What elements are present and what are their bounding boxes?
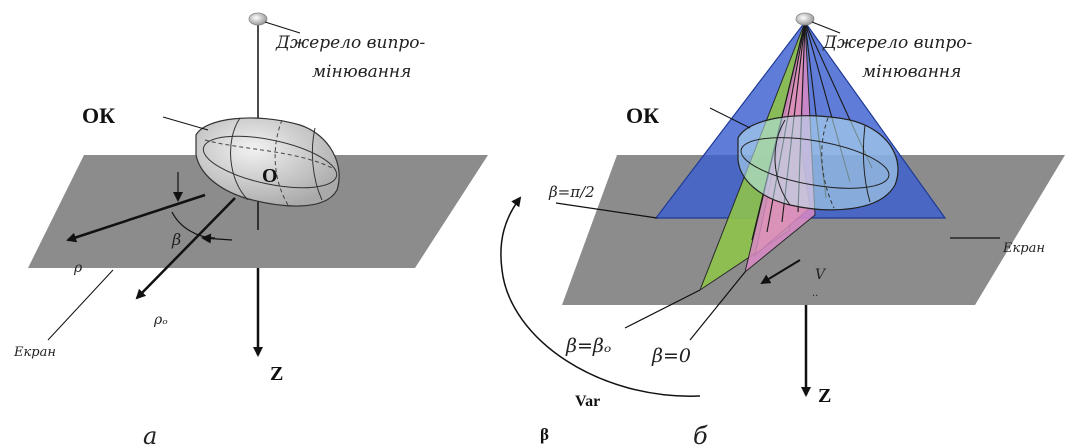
beta-zero-leader [689, 271, 746, 341]
caption-b: б [693, 422, 708, 447]
source-label-leader-b [811, 21, 841, 34]
screen-leader-a [47, 269, 114, 341]
source-label-leader-a [264, 21, 301, 34]
screen-label-a: Екран [13, 345, 56, 360]
object-ok-b [737, 115, 899, 211]
radiation-source-b [795, 12, 815, 26]
rho-arrow [66, 193, 206, 243]
caption-a: а [143, 422, 157, 447]
ok-leader-b [709, 107, 751, 129]
rho0-arrow [135, 197, 236, 300]
var-label: Var [575, 393, 600, 410]
beta0-leader [624, 289, 701, 329]
screen-label-b: Екран [1002, 241, 1045, 256]
beta-half-pi-line [555, 202, 658, 219]
beta0-label: β=βₒ [565, 335, 611, 357]
var-curved-arrow [500, 196, 701, 397]
source-label-a-line2: мінювання [312, 62, 411, 82]
ok-label-b: ОК [626, 103, 659, 128]
beta-zero-label: β=0 [651, 345, 691, 367]
source-label-a-line1: Джерело випро- [275, 33, 426, 53]
panel-a: Джерело випро- мінювання ОК О β ρ ρₒ Екр… [13, 12, 488, 447]
radiation-source-a [248, 12, 268, 26]
ok-label-a: ОК [82, 103, 115, 128]
beta-label-a: β [171, 230, 181, 249]
panel-b: .. Джерело випро- мінювання ОК β=π/2 Екр… [500, 12, 1065, 447]
rho-label: ρ [73, 260, 83, 276]
beta-bold-label: β [540, 425, 549, 444]
z-label-a: Z [270, 363, 283, 385]
z-label-b: Z [818, 385, 831, 407]
rho0-label: ρₒ [153, 312, 168, 328]
beta-tick-right [201, 233, 233, 244]
source-label-b-line2: мінювання [862, 62, 961, 82]
source-label-b-line1: Джерело випро- [822, 33, 973, 53]
object-ok-a [195, 117, 340, 207]
v-dots: .. [812, 288, 818, 299]
v-label: V [815, 267, 827, 283]
beta-half-pi-label: β=π/2 [548, 183, 595, 201]
ok-leader-a [162, 116, 209, 131]
v-arrow [760, 259, 801, 285]
center-o-label: О [262, 165, 278, 187]
